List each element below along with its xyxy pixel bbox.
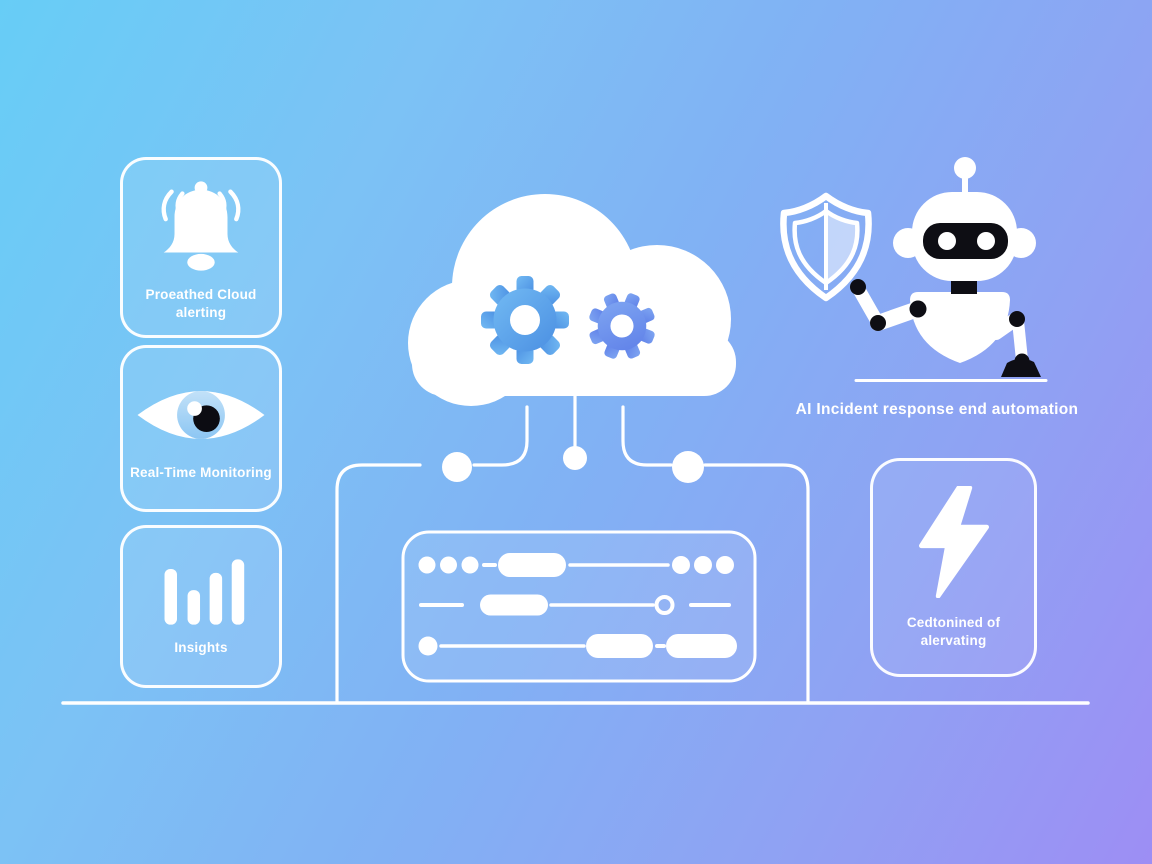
panel-row-1 [418,553,734,577]
bell-body [163,181,239,271]
panel-row-2 [419,594,731,616]
robot-left-eye [938,232,956,250]
lightning-card-label: Cedtonined of alervating [906,614,1001,648]
panel-row-3 [418,634,737,658]
shield-icon [780,192,872,302]
slider-knob-ring [654,595,675,615]
robot-neck [951,279,977,294]
container-left-edge [335,463,422,704]
feature-card-label: Real-Time Monitoring [130,464,272,480]
alert-bell-icon [161,181,241,271]
robot-antenna-ball [954,157,976,179]
control-panel-sliders-icon [401,530,757,683]
eye-highlight [187,400,202,416]
robot-foot [1001,358,1041,377]
node-dot-left [442,452,472,482]
connector-nodes [442,446,704,483]
node-dot-center [563,446,587,470]
eye-icon [137,390,265,439]
connector-lines [335,391,810,704]
robot-shin [1012,315,1028,366]
robot-body [910,292,1010,363]
container-right-edge [703,463,810,704]
connector-right-curve [621,405,673,467]
lightning-card: Cedtonined of alervating [870,458,1037,677]
robot-with-shield-icon [780,157,1048,382]
feature-card-monitoring: Real-Time Monitoring [120,345,282,512]
cloud-icon [408,194,736,406]
feature-card-alerting: Proeathed Cloud alerting [120,157,282,338]
robot-visor [923,223,1008,259]
feature-card-label: Proeathed Cloud alerting [145,286,257,320]
feature-card-label: Insights [174,639,228,655]
bar-chart-icon [164,558,245,625]
robot-caption: AI Incident response end automation [795,401,1079,418]
robot-right-eye [977,232,995,250]
gear-large-icon [481,276,569,364]
lightning-bolt-icon [918,485,989,598]
node-dot-right [672,451,704,483]
feature-card-insights: Insights [120,525,282,688]
gear-small-icon [589,293,655,359]
connector-left-curve [472,405,529,467]
robot-antenna-stem [962,176,968,196]
